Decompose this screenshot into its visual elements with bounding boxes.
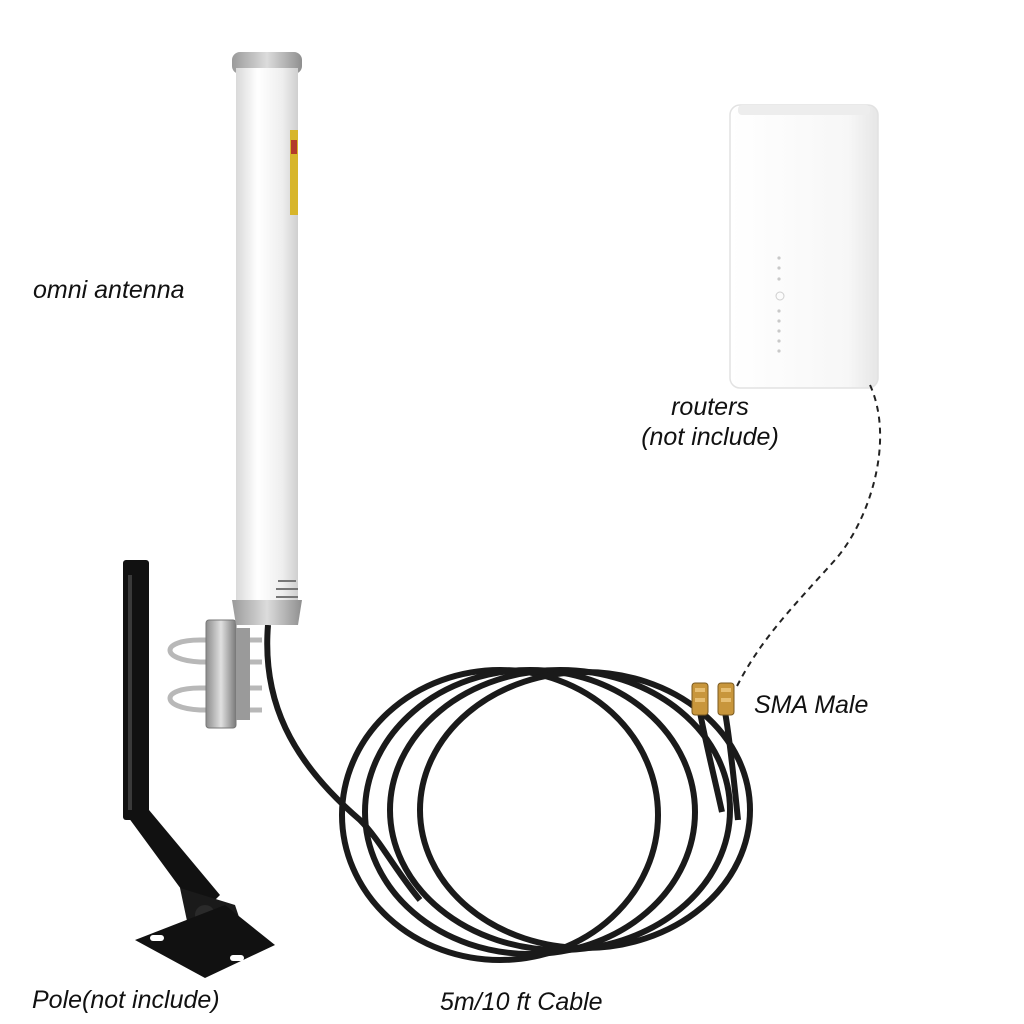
router-status-lights	[775, 256, 785, 353]
label-omni-antenna: omni antenna	[33, 276, 185, 304]
label-routers-line2: (not include)	[641, 423, 779, 451]
mounting-pole	[123, 560, 275, 978]
clamp-brackets	[205, 619, 250, 729]
router	[729, 104, 879, 389]
connection-dashed-line	[734, 384, 882, 691]
antenna-spec-text	[276, 580, 298, 598]
coiled-cable	[264, 624, 753, 963]
u-bolt-clamps	[167, 637, 262, 713]
label-routers: routers (not include)	[610, 392, 810, 452]
label-routers-line1: routers	[671, 393, 749, 421]
label-sma-male: SMA Male	[754, 691, 869, 719]
label-pole: Pole(not include)	[32, 986, 220, 1014]
omni-antenna	[232, 52, 302, 625]
sma-connectors	[691, 682, 735, 716]
label-cable: 5m/10 ft Cable	[440, 988, 603, 1016]
